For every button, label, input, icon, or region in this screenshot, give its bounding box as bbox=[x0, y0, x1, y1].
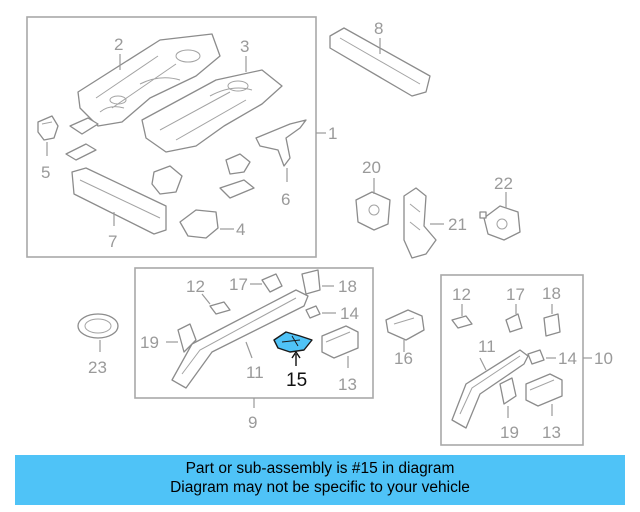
callout-8: 8 bbox=[374, 19, 383, 38]
g9-callout-19: 19 bbox=[140, 333, 159, 352]
part-19-bracket-g9 bbox=[177, 323, 197, 353]
part-22-mount bbox=[479, 205, 521, 241]
part-18-bracket-g9 bbox=[301, 269, 321, 295]
part-5-bracket bbox=[37, 115, 59, 141]
part-15-highlighted[interactable] bbox=[273, 331, 313, 353]
part-13-channel-g10 bbox=[525, 373, 563, 407]
g10-callout-13: 13 bbox=[542, 423, 561, 442]
part-3-rear-floor-pan bbox=[141, 69, 283, 153]
g10-callout-12: 12 bbox=[452, 285, 471, 304]
part-12-clip-g10 bbox=[451, 315, 473, 329]
part-11-rail-g10 bbox=[451, 349, 529, 429]
callout-2: 2 bbox=[114, 35, 123, 54]
g9-callout-14: 14 bbox=[340, 304, 359, 323]
callout-23: 23 bbox=[88, 358, 107, 377]
g9-callout-18: 18 bbox=[338, 277, 357, 296]
callout-20: 20 bbox=[362, 158, 381, 177]
callout-21: 21 bbox=[448, 215, 467, 234]
callout-7: 7 bbox=[108, 232, 117, 251]
callout-4: 4 bbox=[236, 220, 245, 239]
part-13-channel-g9 bbox=[321, 325, 359, 359]
callout-6: 6 bbox=[281, 190, 290, 209]
part-14-clip-g10 bbox=[527, 349, 545, 365]
part-8-reinforcement bbox=[329, 27, 431, 97]
part-6-cross-member bbox=[255, 119, 307, 167]
part-17-bracket-g10 bbox=[505, 313, 523, 333]
g10-callout-18: 18 bbox=[542, 284, 561, 303]
g9-callout-17: 17 bbox=[229, 275, 248, 294]
part-bracket-e bbox=[219, 179, 255, 199]
callout-5: 5 bbox=[41, 163, 50, 182]
callout-9: 9 bbox=[248, 413, 257, 432]
part-4-gusset bbox=[179, 209, 219, 239]
callout-1: 1 bbox=[328, 124, 337, 143]
part-18-bracket-g10 bbox=[543, 313, 561, 337]
part-20-bracket bbox=[355, 191, 391, 231]
g10-callout-11: 11 bbox=[478, 337, 496, 356]
part-7-side-rail bbox=[71, 167, 167, 235]
part-21-pillar bbox=[403, 187, 437, 259]
banner-line-1: Part or sub-assembly is #15 in diagram bbox=[185, 460, 455, 477]
part-16-bracket bbox=[385, 309, 425, 341]
callout-3: 3 bbox=[240, 37, 249, 56]
part-2-front-floor-pan bbox=[77, 33, 221, 127]
g9-callout-15: 15 bbox=[286, 370, 307, 391]
part-17-bracket-g9 bbox=[261, 273, 283, 293]
info-banner: Part or sub-assembly is #15 in diagram D… bbox=[15, 455, 625, 505]
part-small-bracket-a bbox=[69, 117, 99, 135]
part-19-bracket-g10 bbox=[499, 377, 517, 405]
part-bracket-c bbox=[151, 165, 183, 195]
part-23-plug bbox=[77, 313, 119, 339]
g9-callout-11: 11 bbox=[246, 363, 264, 382]
g9-callout-13: 13 bbox=[338, 375, 357, 394]
g10-callout-14: 14 bbox=[558, 349, 577, 368]
g10-callout-17: 17 bbox=[506, 285, 525, 304]
g10-callout-19: 19 bbox=[500, 423, 519, 442]
part-bracket-d bbox=[225, 153, 251, 175]
part-14-clip-g9 bbox=[305, 305, 321, 319]
callout-22: 22 bbox=[494, 174, 513, 193]
group-10-frame bbox=[440, 274, 584, 446]
parts-diagram: 1 2 3 5 6 7 bbox=[26, 16, 613, 446]
group-1-frame bbox=[26, 16, 317, 258]
g9-callout-12: 12 bbox=[186, 277, 205, 296]
part-11-rail-g9 bbox=[171, 289, 309, 389]
callout-10: 10 bbox=[594, 349, 613, 368]
banner-line-2: Diagram may not be specific to your vehi… bbox=[170, 479, 470, 496]
part-small-bracket-b bbox=[65, 143, 97, 161]
part-12-clip-g9 bbox=[209, 301, 231, 315]
callout-16: 16 bbox=[394, 349, 413, 368]
